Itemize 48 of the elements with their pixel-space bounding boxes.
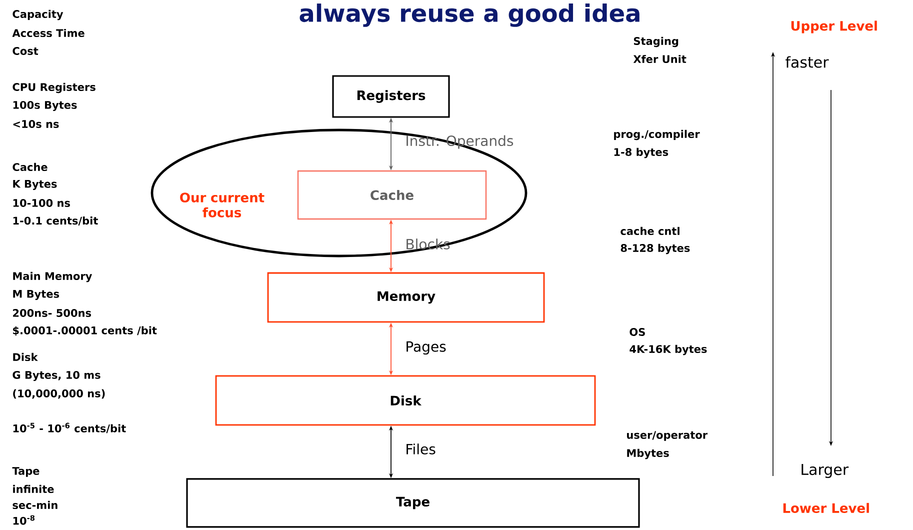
spec-text: Cost [12, 47, 38, 55]
direction-label: faster [786, 56, 829, 68]
spec-text: Mbytes [627, 448, 669, 460]
spec-text: Capacity [12, 10, 64, 20]
spec-text: 8-128 bytes [620, 244, 690, 254]
spec-text: infinite [13, 484, 54, 494]
spec-text: 10$^{-8}$ [13, 515, 35, 525]
spec-text: Disk [13, 352, 38, 362]
focus-label: Our current focus [180, 192, 264, 218]
spec-text: Access Time [12, 28, 84, 38]
spec-text: 100s Bytes [13, 100, 77, 112]
spec-text: cache cntl [620, 226, 680, 236]
spec-text: CPU Registers [12, 82, 96, 94]
spec-text: K Bytes [13, 180, 57, 190]
spec-text: 200ns- 500ns [13, 309, 92, 317]
level-box: Cache [297, 170, 487, 220]
spec-text: G Bytes, 10 ms [12, 370, 100, 381]
spec-text: $.0001-.00001 cents /bit [13, 326, 157, 336]
spec-text: Staging [634, 36, 678, 48]
spec-text: user/operator [627, 431, 708, 441]
spec-text: (10,000,000 ns) [13, 389, 105, 399]
spec-text: sec-min [12, 500, 58, 510]
spec-text: 1-0.1 cents/bit [13, 216, 98, 226]
spec-text: 4K-16K bytes [630, 344, 707, 356]
level-label: Lower Level [783, 502, 869, 514]
spec-text: Main Memory [13, 272, 92, 282]
spec-text: <10s ns [13, 120, 59, 128]
direction-label: Larger [802, 464, 849, 478]
spec-text: 10$^{-5}$ - 10$^{-6}$ cents/bit [13, 422, 126, 434]
spec-text: 10-100 ns [13, 199, 70, 207]
level-box: Disk [215, 375, 596, 426]
level-box: Tape [186, 478, 640, 528]
spec-text: 1-8 bytes [614, 148, 668, 158]
spec-text: Tape [12, 467, 40, 477]
spec-text: Xfer Unit [633, 54, 686, 64]
spec-text: prog./compiler [614, 130, 700, 140]
focus-ellipse [150, 128, 528, 258]
title: always reuse a good idea [300, 4, 640, 27]
edge-label: Blocks [406, 238, 450, 250]
level-box: Registers [332, 75, 450, 118]
level-label: Upper Level [791, 20, 877, 34]
edge-label: Instr. Operands [406, 135, 514, 149]
edge-label: Pages [406, 341, 446, 355]
level-box: Memory [267, 272, 545, 323]
spec-text: Cache [12, 162, 48, 172]
edge-label: Files [406, 444, 436, 454]
spec-text: M Bytes [13, 290, 60, 300]
spec-text: OS [630, 328, 645, 336]
